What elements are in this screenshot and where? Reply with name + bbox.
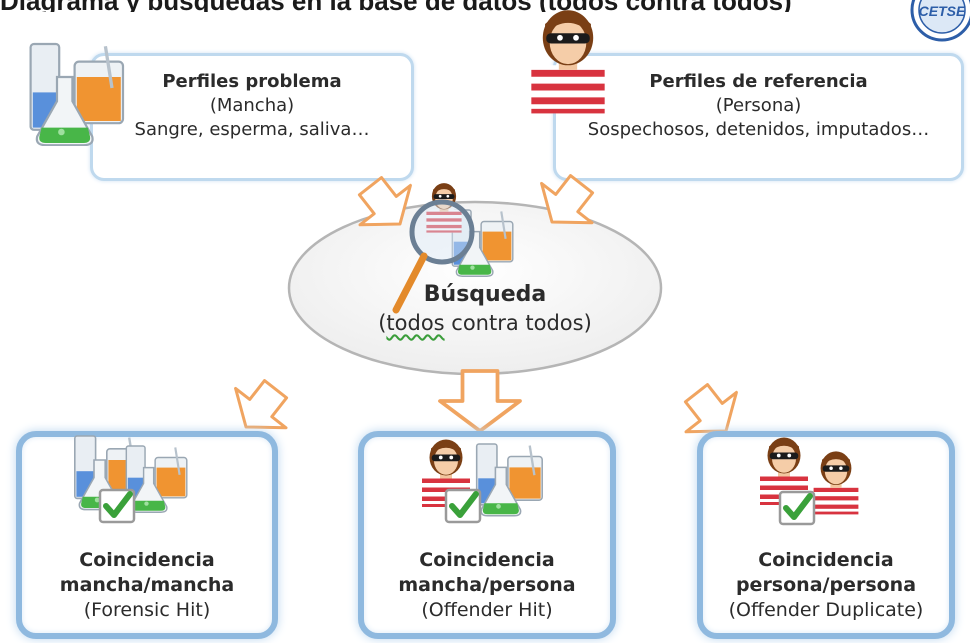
seal-text: CETSE (919, 3, 966, 19)
page-title: Diagrama y búsquedas en la base de datos… (0, 0, 800, 12)
arrow-search-to-offender-hit (438, 369, 522, 433)
reference-profiles-examples: Sospechosos, detenidos, imputados… (587, 119, 930, 140)
forensic-hit-icon (73, 434, 188, 532)
reference-profiles-title: Perfiles de referencia (649, 71, 868, 92)
result-forensic-line2: mancha/mancha (59, 574, 235, 596)
offender-duplicate-icon (760, 437, 859, 536)
institution-seal-logo: CETSE (906, 0, 970, 42)
reference-profiles-subtitle: (Persona) (715, 95, 802, 116)
problem-profiles-subtitle: (Mancha) (209, 95, 295, 116)
problem-profiles-title: Perfiles problema (162, 71, 342, 92)
result-offender-line1: Coincidencia (419, 549, 555, 571)
search-subtitle-word: todos (386, 311, 445, 335)
result-duplicate-line1: Coincidencia (758, 549, 894, 571)
result-offender-line3: (Offender Hit) (421, 599, 553, 621)
search-label: Búsqueda (todos contra todos) (300, 282, 670, 335)
arrow-reference-to-search (525, 162, 609, 244)
search-title: Búsqueda (423, 282, 547, 307)
problem-profiles-examples: Sangre, esperma, saliva… (134, 119, 370, 140)
result-forensic-line1: Coincidencia (79, 549, 215, 571)
result-box-forensic-hit: Coincidencia mancha/mancha (Forensic Hit… (16, 431, 278, 639)
reference-profiles-box: Perfiles de referencia (Persona) Sospech… (553, 53, 964, 181)
magnifier-search-icon (392, 183, 514, 314)
arrow-problem-to-search (343, 164, 427, 246)
offender-hit-icon (422, 439, 544, 532)
result-duplicate-line3: (Offender Duplicate) (728, 599, 924, 621)
result-duplicate-line2: persona/persona (735, 574, 917, 596)
result-forensic-line3: (Forensic Hit) (83, 599, 211, 621)
search-subtitle: (todos contra todos) (378, 311, 592, 335)
result-offender-line2: mancha/persona (398, 574, 576, 596)
